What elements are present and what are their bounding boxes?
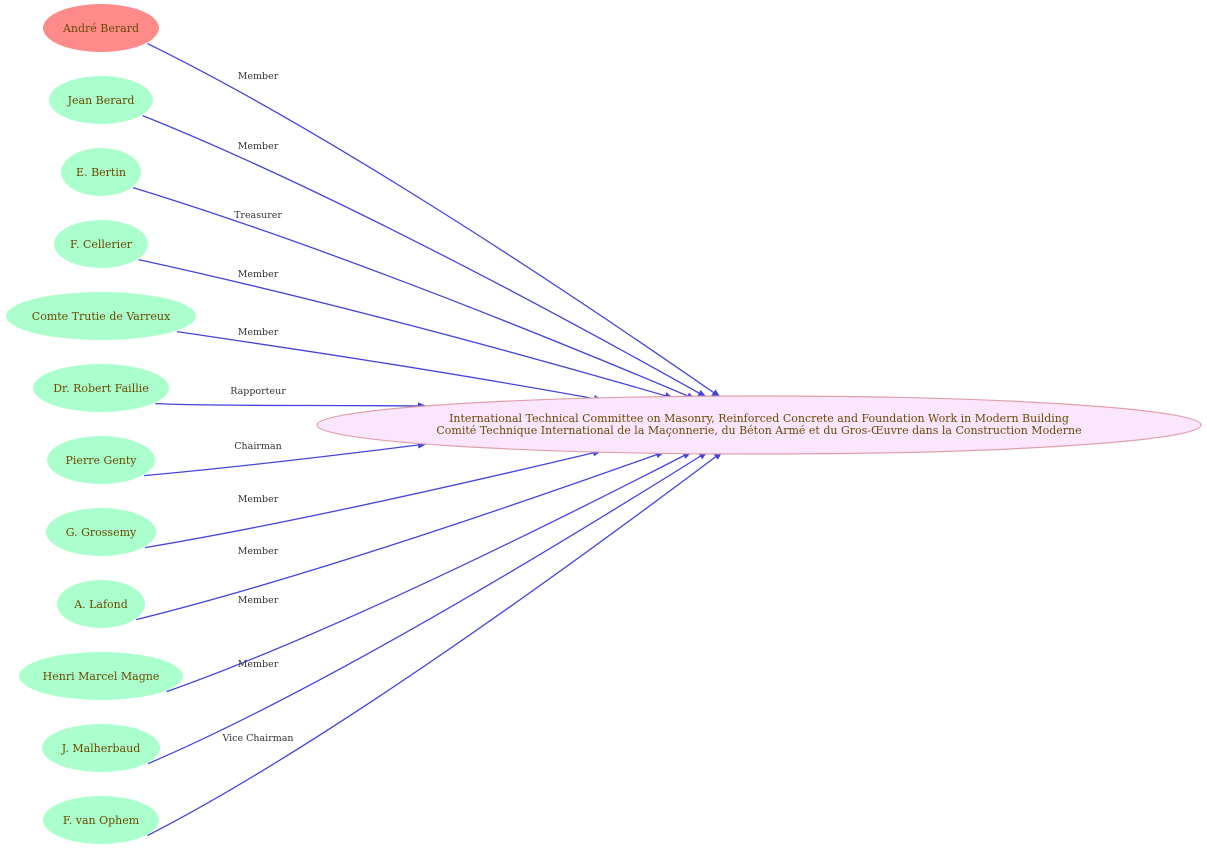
committee-node[interactable]: International Technical Committee on Mas… (316, 395, 1202, 455)
edge-role-label: Member (238, 269, 279, 280)
member-name: F. van Ophem (63, 814, 140, 827)
member-node-shape (46, 508, 156, 556)
member-node-shape (19, 652, 183, 700)
edge-11 (147, 451, 708, 765)
member-name: E. Bertin (76, 166, 126, 179)
member-node-shape (43, 796, 159, 844)
member-node[interactable]: F. van Ophem (43, 796, 159, 844)
edge-12 (147, 451, 723, 837)
edge-role-label: Member (238, 141, 279, 152)
member-name: J. Malherbaud (61, 742, 140, 755)
member-node[interactable]: J. Malherbaud (42, 724, 160, 772)
member-node[interactable]: Pierre Genty (47, 436, 155, 484)
member-node-shape (43, 4, 159, 52)
edge-4 (138, 258, 674, 400)
member-node[interactable]: Jean Berard (49, 76, 153, 124)
member-name: Dr. Robert Faillie (53, 382, 149, 395)
edge-role-label: Rapporteur (230, 386, 286, 397)
edge-10 (166, 451, 692, 693)
member-name: Comte Trutie de Varreux (32, 310, 171, 323)
member-node-shape (49, 76, 153, 124)
committee-name-english: International Technical Committee on Mas… (449, 412, 1069, 425)
member-name: Pierre Genty (66, 454, 138, 467)
member-node-shape (47, 436, 155, 484)
member-name: A. Lafond (73, 598, 128, 611)
committee-node-shape (316, 395, 1202, 455)
member-name: F. Cellerier (70, 238, 133, 251)
edge-role-label: Member (238, 546, 279, 557)
member-node-shape (33, 364, 169, 412)
member-node-shape (54, 220, 148, 268)
member-name: G. Grossemy (66, 526, 137, 539)
edge-role-label: Vice Chairman (221, 733, 293, 744)
edge-6 (155, 402, 427, 410)
member-name: André Berard (62, 22, 139, 35)
edge-7 (144, 441, 427, 477)
member-node[interactable]: Dr. Robert Faillie (33, 364, 169, 412)
member-name: Henri Marcel Magne (43, 670, 160, 683)
edge-role-label: Member (238, 71, 279, 82)
member-node[interactable]: Henri Marcel Magne (19, 652, 183, 700)
edge-role-label: Chairman (234, 441, 281, 452)
edge-9 (136, 451, 665, 621)
edge-role-label: Member (238, 595, 279, 606)
member-node-shape (6, 292, 196, 340)
member-node[interactable]: G. Grossemy (46, 508, 156, 556)
edge-3 (132, 186, 696, 400)
member-node[interactable]: Comte Trutie de Varreux (6, 292, 196, 340)
member-node[interactable]: André Berard (43, 4, 159, 52)
member-node-shape (57, 580, 145, 628)
member-node[interactable]: F. Cellerier (54, 220, 148, 268)
member-name: Jean Berard (67, 94, 135, 107)
edge-role-label: Member (238, 327, 279, 338)
edge-role-label: Member (238, 494, 279, 505)
edge-1 (147, 43, 721, 398)
member-node[interactable]: E. Bertin (61, 148, 141, 196)
edges-group: MemberMemberTreasurerMemberMemberRapport… (132, 43, 723, 837)
member-node-shape (42, 724, 160, 772)
edge-8 (144, 449, 602, 549)
edge-2 (142, 114, 707, 398)
member-node-shape (61, 148, 141, 196)
edge-5 (176, 330, 603, 403)
edge-role-label: Treasurer (234, 210, 282, 221)
committee-name-french: Comité Technique International de la Maç… (436, 424, 1081, 437)
edge-role-label: Member (238, 659, 279, 670)
member-node[interactable]: A. Lafond (57, 580, 145, 628)
